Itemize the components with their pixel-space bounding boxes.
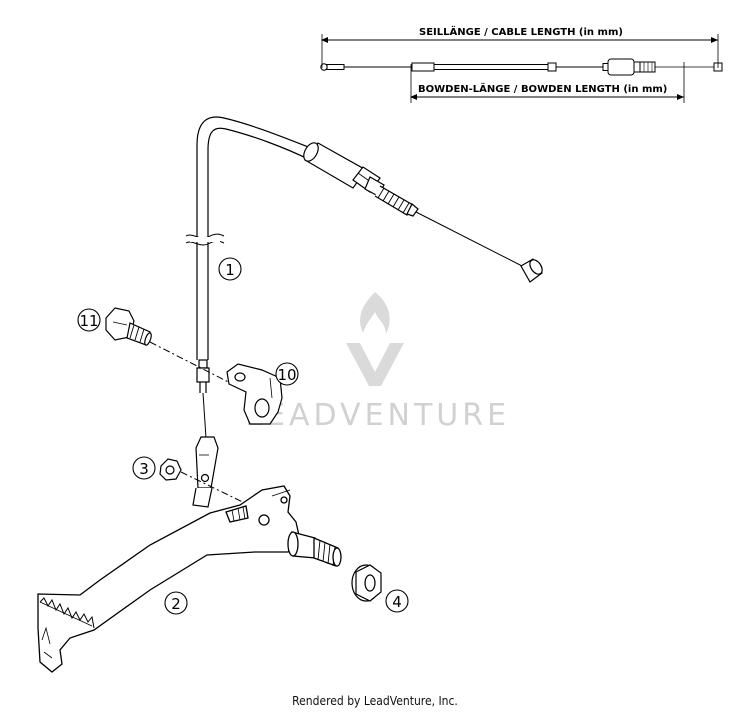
callout-2: 2: [164, 591, 188, 615]
leadventure-watermark: EADVENTURE: [248, 292, 510, 433]
nut-part-3: [159, 458, 182, 481]
nut-3-alignment-line: [180, 471, 256, 509]
callout-11: 11: [77, 308, 101, 332]
svg-text:1: 1: [225, 261, 235, 279]
watermark-text: EADVENTURE: [266, 398, 510, 433]
svg-text:3: 3: [139, 460, 149, 478]
flame-icon: [360, 292, 390, 334]
bowden-length-label: BOWDEN-LÄNGE / BOWDEN LENGTH (in mm): [418, 81, 667, 95]
flange-nut-part-4: [351, 564, 382, 602]
brake-pedal-part-2: [37, 485, 342, 673]
callout-1: 1: [218, 257, 242, 281]
svg-text:11: 11: [79, 312, 98, 330]
callout-10: 10: [275, 362, 299, 386]
callout-3: 3: [132, 456, 156, 480]
cable-bracket-part-10: [226, 363, 283, 425]
v-logo-icon: [346, 343, 404, 386]
svg-text:2: 2: [171, 595, 181, 613]
callout-4: 4: [385, 589, 409, 613]
footer-credit: Rendered by LeadVenture, Inc.: [292, 694, 458, 708]
bolt-part-11: [105, 307, 152, 346]
svg-text:10: 10: [277, 366, 296, 384]
brake-cable-part-1: [185, 116, 543, 508]
cable-length-diagram: [320, 34, 723, 103]
svg-text:4: 4: [392, 593, 402, 611]
cable-length-label: SEILLÄNGE / CABLE LENGTH (in mm): [419, 24, 623, 38]
